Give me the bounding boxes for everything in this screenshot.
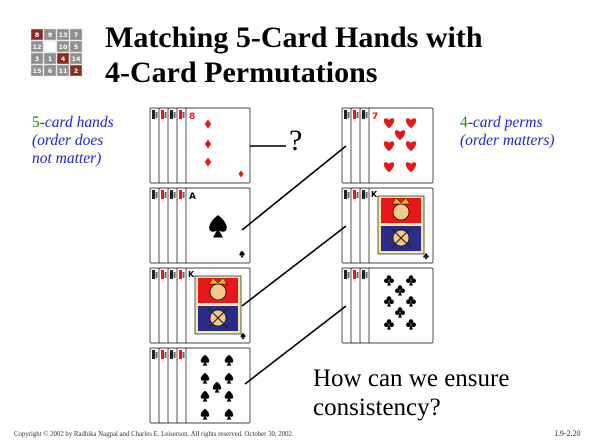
card-corner-mark (156, 352, 158, 358)
hand-stack-spade-king: K (150, 268, 250, 343)
card-corner-mark (183, 192, 185, 198)
card-corner-mark (174, 112, 176, 118)
card-corner-rank: K (188, 270, 195, 279)
consistency-question-line-2: consistency? (313, 393, 509, 422)
card-corner-mark (362, 270, 365, 279)
card-corner-rank: A (189, 192, 196, 202)
card-corner-mark (179, 190, 182, 199)
card-corner-mark (152, 110, 155, 119)
hand-stack-spade-ace: A (150, 188, 250, 263)
card-corner-mark (353, 190, 356, 199)
card-corner-mark (179, 270, 182, 279)
card-corner-mark (348, 192, 350, 198)
card-corner-rank: 7 (372, 112, 378, 122)
card-corner-mark (366, 112, 368, 118)
card-corner-mark (156, 112, 158, 118)
copyright-footer: Copyright © 2002 by Radhika Nagpal and C… (14, 431, 294, 438)
card-corner-rank: 8 (189, 112, 195, 122)
page-number: L9-2.20 (555, 429, 581, 438)
card-corner-mark (362, 110, 365, 119)
card-corner-mark (174, 192, 176, 198)
card-corner-mark (183, 352, 185, 358)
card-corner-mark (344, 190, 347, 199)
hand-stack-spades-nine (150, 348, 250, 423)
card-corner-mark (344, 270, 347, 279)
card-corner-mark (170, 350, 173, 359)
card-corner-mark (353, 110, 356, 119)
card-corner-mark (170, 270, 173, 279)
card-corner-mark (357, 112, 359, 118)
card-corner-mark (170, 110, 173, 119)
card-corner-mark (348, 112, 350, 118)
card-corner-mark (362, 190, 365, 199)
card-corner-mark (183, 112, 185, 118)
playing-card (369, 108, 433, 183)
card-corner-mark (344, 110, 347, 119)
card-corner-mark (179, 350, 182, 359)
card-corner-mark (165, 192, 167, 198)
card-corner-mark (179, 110, 182, 119)
perm-stack-club-king: K (342, 188, 433, 263)
card-corner-mark (357, 272, 359, 278)
consistency-question-line-1: How can we ensure (313, 364, 509, 393)
card-corner-mark (357, 192, 359, 198)
card-corner-mark (161, 350, 164, 359)
card-corner-mark (183, 272, 185, 278)
card-corner-mark (165, 352, 167, 358)
card-corner-rank: K (371, 190, 378, 199)
connector-line (242, 226, 346, 306)
card-corner-mark (161, 190, 164, 199)
card-corner-mark (174, 272, 176, 278)
card-corner-mark (161, 270, 164, 279)
king-face-icon (195, 276, 241, 334)
card-corner-mark (161, 110, 164, 119)
perm-stack-clubs (342, 268, 433, 343)
card-corner-mark (170, 190, 173, 199)
card-corner-mark (152, 350, 155, 359)
card-corner-mark (156, 192, 158, 198)
card-corner-mark (152, 270, 155, 279)
consistency-question: How can we ensure consistency? (313, 364, 509, 422)
connector-line (242, 146, 346, 230)
card-corner-mark (152, 190, 155, 199)
card-corner-mark (174, 352, 176, 358)
card-corner-mark (165, 272, 167, 278)
card-corner-mark (366, 192, 368, 198)
hand-stack-diamonds: 8 (150, 108, 250, 183)
playing-card (369, 268, 433, 343)
card-corner-mark (348, 272, 350, 278)
perm-stack-hearts: 7 (342, 108, 433, 183)
question-mark: ? (289, 125, 302, 157)
card-corner-mark (366, 272, 368, 278)
card-corner-mark (165, 112, 167, 118)
king-face-icon (378, 196, 424, 254)
card-corner-mark (353, 270, 356, 279)
card-corner-mark (156, 272, 158, 278)
